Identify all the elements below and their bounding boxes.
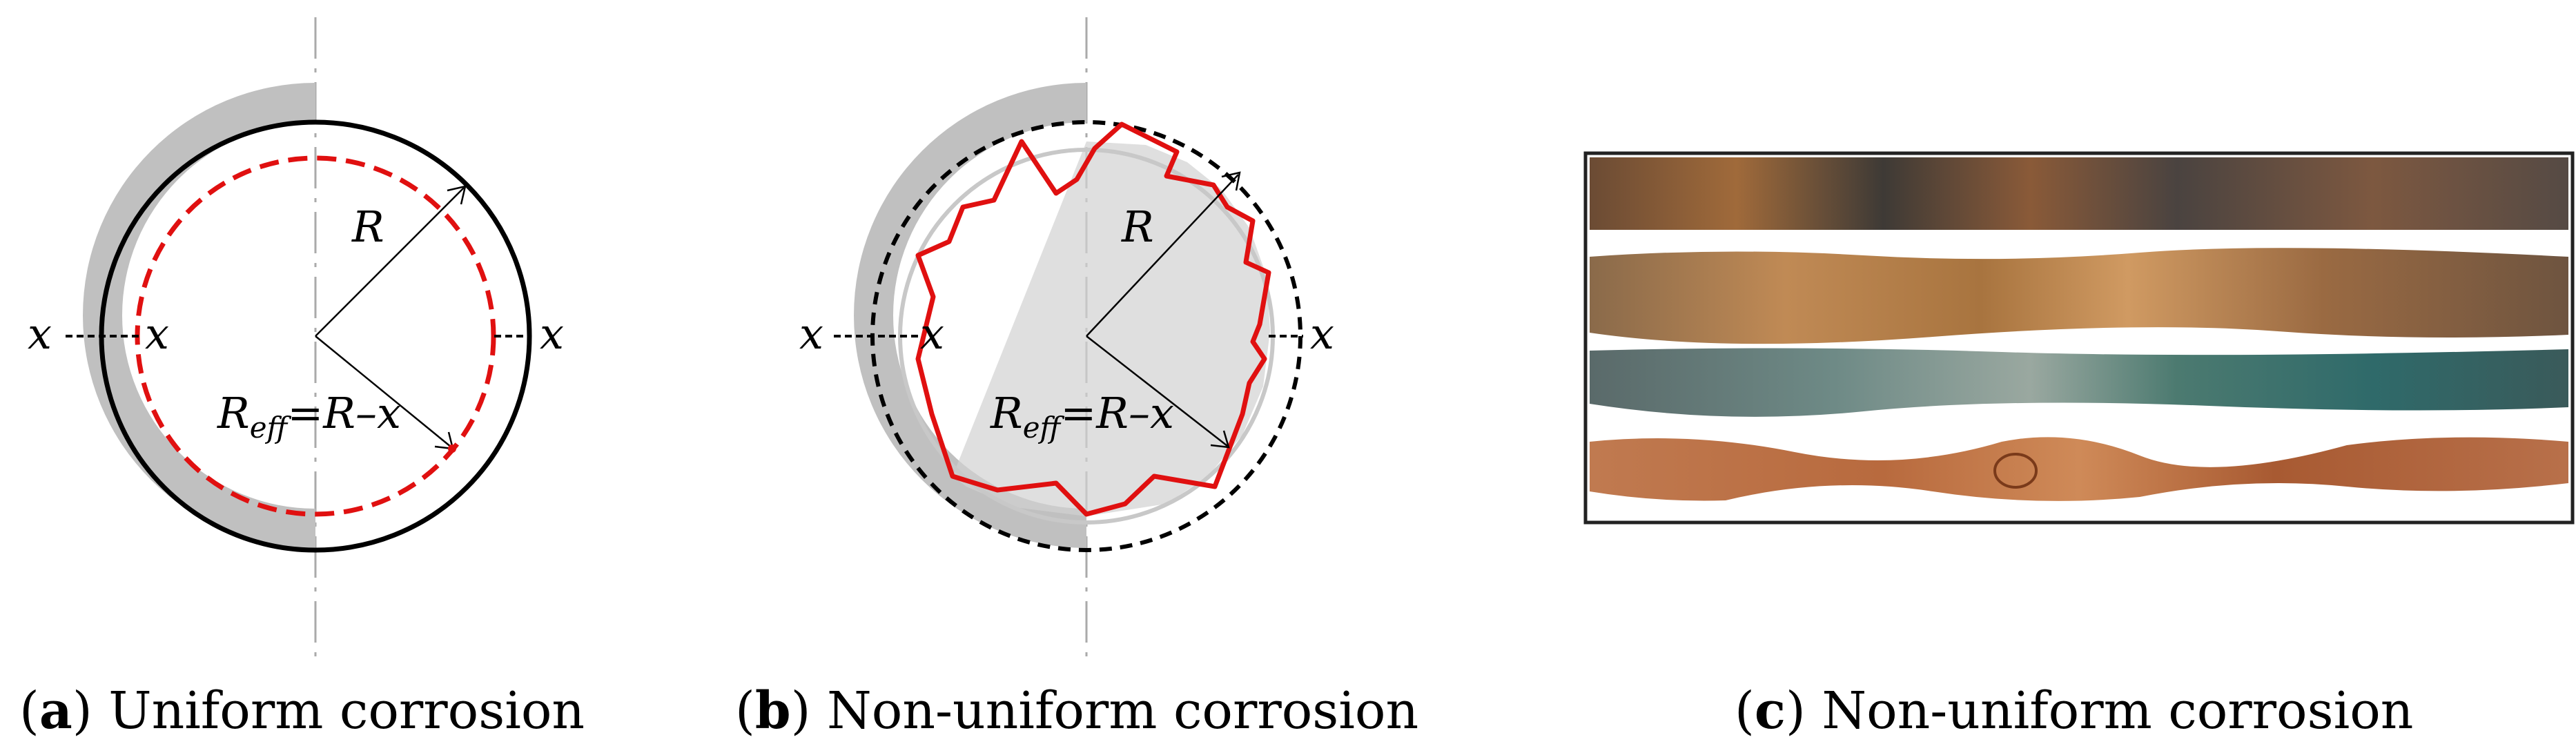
panel-b-label-R-eff: Reff=R–x	[990, 388, 1174, 444]
panel-b-label-x-outer: x	[799, 309, 823, 359]
panel-c-strip-2	[1590, 248, 2568, 344]
panel-b-radius-Reff-arrowhead	[1210, 430, 1230, 449]
panel-a-uniform-corrosion: R x x x Reff=R–x (a) Uniform corrosion	[19, 17, 585, 741]
panel-a-caption: (a) Uniform corrosion	[19, 681, 585, 741]
panel-c-pit	[1993, 453, 2038, 489]
panel-a-radius-R-arrow	[315, 187, 465, 337]
panel-a-label-x-outer: x	[28, 309, 52, 359]
panel-b-caption: (b) Non-uniform corrosion	[735, 681, 1418, 741]
panel-a-label-x-inner: x	[145, 309, 169, 359]
panel-b-corrosion-layer	[854, 83, 1086, 548]
panel-b-radius-R-arrow	[1086, 174, 1239, 337]
panel-a-label-x-right: x	[540, 309, 564, 359]
panel-b-non-uniform-corrosion: R x x x Reff=R–x (b) Non-uniform corrosi…	[735, 17, 1418, 741]
panel-a-label-R: R	[351, 202, 384, 252]
panel-c-corroded-bar-photo: (c) Non-uniform corrosion	[1583, 151, 2575, 741]
panel-b-label-x-inner: x	[920, 309, 944, 359]
panel-c-caption: (c) Non-uniform corrosion	[1735, 681, 2413, 741]
panel-a-label-R-eff: Reff=R–x	[217, 388, 401, 444]
panel-c-strip-4	[1590, 437, 2568, 501]
panel-a-radius-R-arrowhead	[447, 185, 467, 205]
panel-a-red-dot	[448, 444, 456, 453]
panel-b-label-R: R	[1121, 202, 1154, 252]
panel-b-radius-R-arrowhead	[1221, 171, 1241, 191]
panel-a-radius-Reff-arrow	[315, 335, 452, 448]
panel-b-radius-Reff-arrow	[1086, 335, 1228, 447]
panel-b-rust-region	[953, 141, 1270, 516]
panel-b-effective-section-outline	[915, 121, 1271, 517]
panel-b-label-x-right: x	[1310, 309, 1334, 359]
panel-c-strip-1	[1590, 157, 2568, 230]
panel-a-corrosion-layer	[83, 83, 315, 548]
panel-c-strip-3	[1590, 348, 2568, 417]
